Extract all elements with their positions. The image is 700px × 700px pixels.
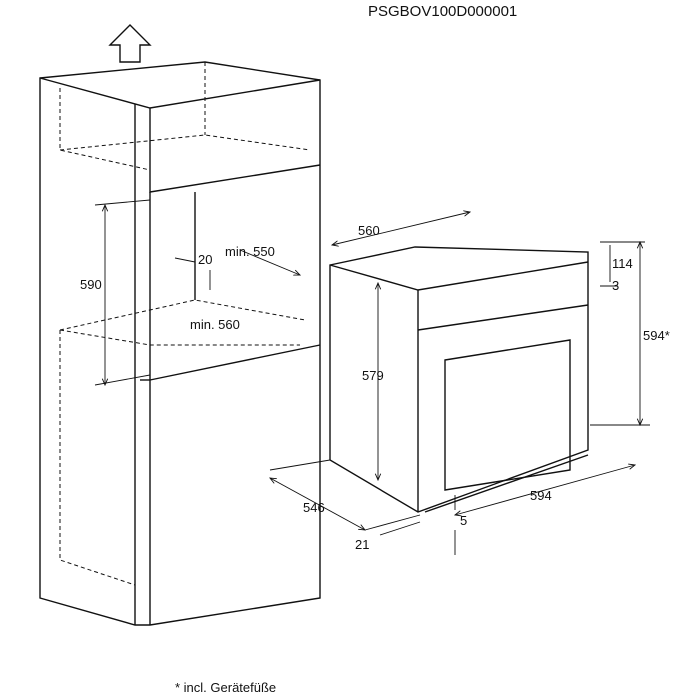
dim-min-560: min. 560 [190,317,240,332]
dim-21: 21 [355,537,369,552]
dim-560: 560 [358,223,380,238]
drawing-code: PSGBOV100D000001 [368,3,517,20]
dim-3: 3 [612,278,619,293]
dim-min-550: min. 550 [225,244,275,259]
footnote: * incl. Gerätefüße [175,680,276,695]
cabinet [39,61,321,626]
up-arrow-icon [108,24,152,63]
dim-594: 594 [530,488,552,503]
dim-20: 20 [198,252,212,267]
dim-594-star: 594* [643,328,670,343]
dim-114: 114 [612,256,633,271]
dim-590: 590 [80,277,102,292]
dim-5: 5 [460,513,467,528]
dim-579: 579 [362,368,384,383]
dim-546: 546 [303,500,325,515]
